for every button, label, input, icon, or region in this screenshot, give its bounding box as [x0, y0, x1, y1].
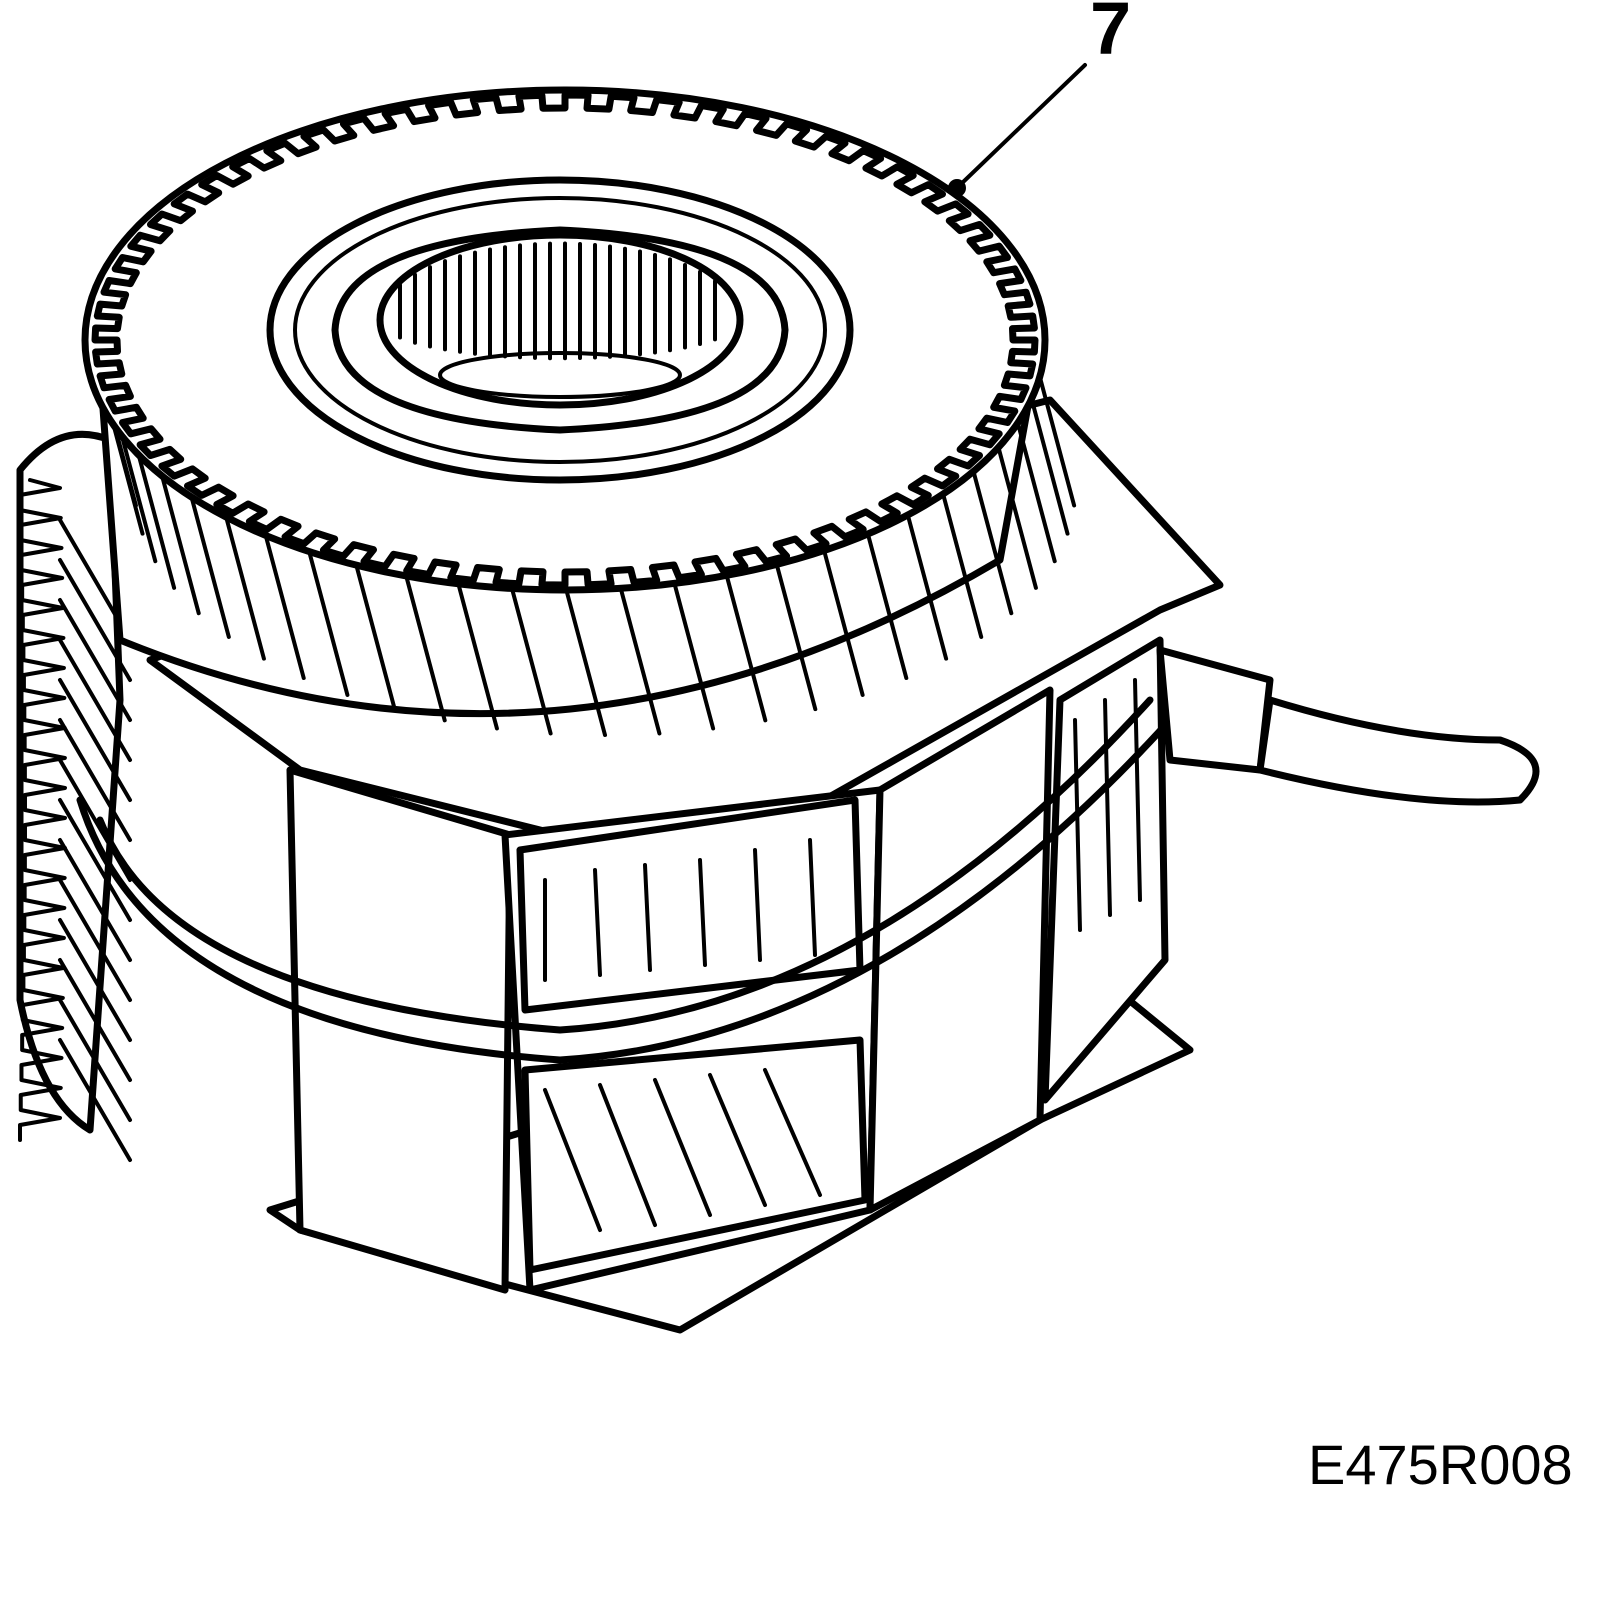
callout-number-label: 7 [1090, 0, 1132, 70]
figure-code-label: E475R008 [1308, 1433, 1573, 1496]
lower-helical-gear-icon [16, 430, 132, 1162]
cable-tie-icon [76, 646, 1540, 1064]
upper-helical-gear-icon [81, 86, 1077, 737]
callout-leader-line [948, 63, 1087, 197]
